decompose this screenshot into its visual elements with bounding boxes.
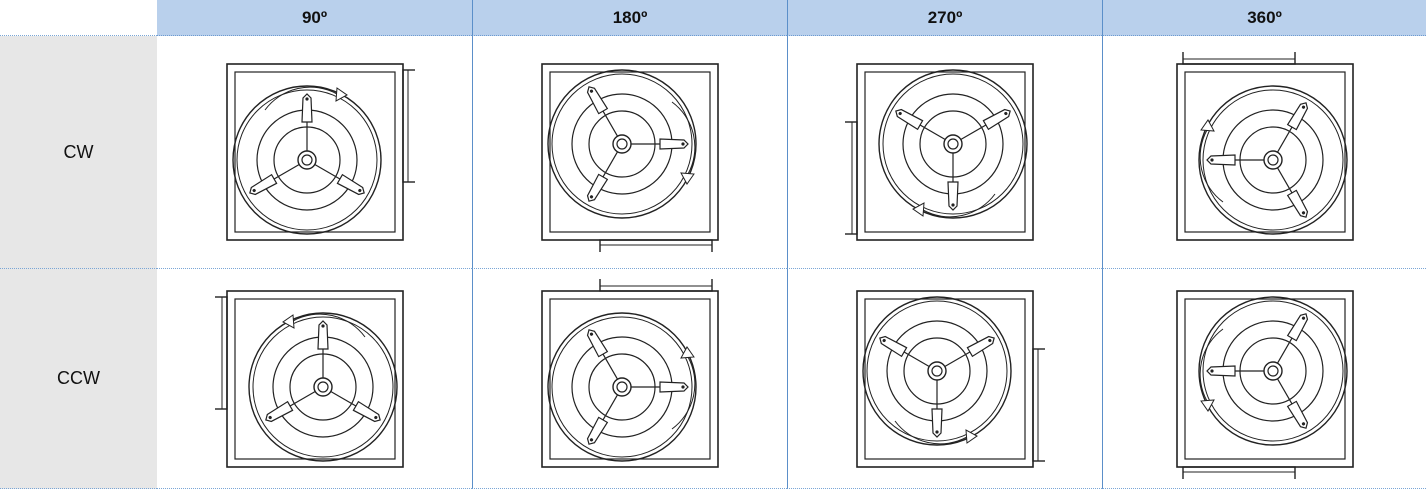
cell-ccw-360 [1102,269,1426,489]
fan-diagram-ccw-180 [541,278,719,468]
fan-diagram-cw-90 [225,63,415,241]
cell-ccw-270 [787,269,1102,489]
header-180: 180º [472,0,787,36]
cell-ccw-90 [157,269,472,489]
fan-diagram-cw-180 [541,63,719,252]
header-corner [0,0,157,36]
cell-ccw-180 [472,269,787,489]
row-label-ccw: CCW [0,269,157,489]
cell-cw-180 [472,36,787,269]
cell-cw-270 [787,36,1102,269]
fan-diagram-ccw-270 [856,289,1045,468]
fan-diagram-cw-360 [1175,52,1354,241]
fan-diagram-ccw-90 [214,289,404,468]
cell-cw-360 [1102,36,1426,269]
header-360: 360º [1102,0,1426,36]
header-270: 270º [787,0,1102,36]
fan-diagram-ccw-360 [1175,289,1354,479]
row-label-cw: CW [0,36,157,269]
cell-cw-90 [157,36,472,269]
fan-diagram-cw-270 [845,63,1034,241]
header-90: 90º [157,0,472,36]
